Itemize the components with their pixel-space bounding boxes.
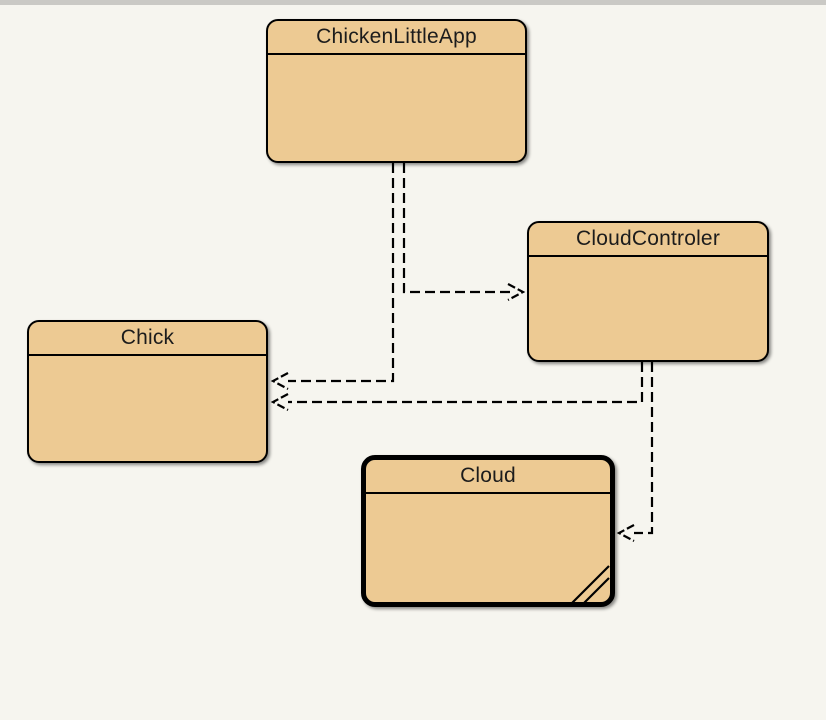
edge-chickenlittleapp-to-cloudcontroler[interactable]: [402, 163, 526, 301]
class-node-title: Cloud: [460, 464, 516, 487]
class-node-title: CloudControler: [575, 227, 721, 250]
edge-cloudcontroler-to-cloud[interactable]: [616, 362, 654, 542]
edge-chickenlittleapp-to-chick[interactable]: [270, 163, 395, 390]
class-node-title: ChickenLittleApp: [316, 25, 477, 48]
class-node-title-bar: Cloud: [366, 460, 610, 494]
class-node-title: Chick: [120, 326, 175, 349]
class-node-chickenlittleapp[interactable]: ChickenLittleApp: [266, 19, 527, 163]
class-node-body: [29, 356, 266, 461]
class-node-cloud[interactable]: Cloud: [361, 455, 615, 607]
edge-cloudcontroler-to-chick[interactable]: [270, 362, 644, 411]
class-node-title-bar: CloudControler: [529, 223, 767, 257]
class-node-cloudcontroler[interactable]: CloudControler: [527, 221, 769, 362]
class-node-body: [529, 257, 767, 360]
class-node-body: [366, 494, 610, 602]
class-node-title-bar: ChickenLittleApp: [268, 21, 525, 55]
class-node-body: [268, 55, 525, 161]
class-node-title-bar: Chick: [29, 322, 266, 356]
window-top-edge: [0, 0, 826, 5]
class-node-chick[interactable]: Chick: [27, 320, 268, 463]
